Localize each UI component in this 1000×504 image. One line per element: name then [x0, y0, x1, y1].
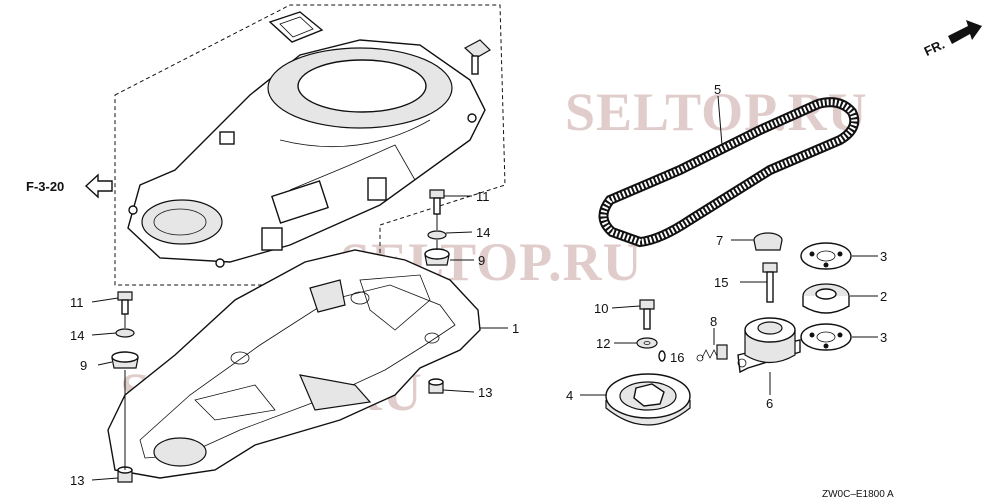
spring-pin-8[interactable]: [696, 344, 728, 362]
callout-16: 16: [670, 350, 684, 365]
footer-code: ZW0C–E1800 A: [822, 489, 894, 499]
cap-7[interactable]: [753, 232, 783, 251]
drive-pulley[interactable]: [605, 373, 691, 426]
cover-knob-bolt[interactable]: [463, 39, 491, 75]
callout-14-center: 14: [476, 225, 490, 240]
bolt-11-left[interactable]: [117, 291, 133, 315]
grommet-9-center[interactable]: [424, 248, 450, 266]
callout-4: 4: [566, 388, 573, 403]
callout-13-bottom: 13: [70, 473, 84, 488]
front-label: FR.: [922, 37, 947, 59]
callout-9-center: 9: [478, 253, 485, 268]
callout-14-left: 14: [70, 328, 84, 343]
callout-3-lower: 3: [880, 330, 887, 345]
callout-8: 8: [710, 314, 717, 329]
cover-seal[interactable]: [268, 11, 324, 43]
timing-belt-cover[interactable]: [127, 39, 486, 268]
watermark-top: SELTOP.RU: [565, 82, 868, 142]
cover-assembly-boundary: [114, 4, 506, 286]
hollow-arrow-left-icon: [84, 173, 113, 199]
leader-lines: [91, 95, 878, 481]
callout-9-left: 9: [80, 358, 87, 373]
bolt-10[interactable]: [639, 299, 655, 330]
o-ring-16[interactable]: [658, 350, 666, 362]
pulley-flange-lower[interactable]: [800, 323, 852, 351]
washer-14-center[interactable]: [427, 230, 447, 240]
belt-tensioner[interactable]: [737, 317, 801, 374]
pulley-flange-upper[interactable]: [800, 242, 852, 270]
reference-label: F-3-20: [26, 179, 64, 194]
callout-15: 15: [714, 275, 728, 290]
grommet-13-center[interactable]: [428, 378, 444, 394]
front-direction-indicator: FR.: [922, 20, 982, 59]
washer-12[interactable]: [636, 337, 658, 349]
callout-12: 12: [596, 336, 610, 351]
pulley-2[interactable]: [802, 283, 850, 314]
lower-belt-cover[interactable]: [107, 249, 481, 479]
callout-3-upper: 3: [880, 249, 887, 264]
grommet-9-left[interactable]: [111, 351, 139, 369]
callout-5: 5: [714, 82, 721, 97]
callout-6: 6: [766, 396, 773, 411]
reference-arrow[interactable]: F-3-20: [26, 173, 113, 199]
callout-2: 2: [880, 289, 887, 304]
callout-7: 7: [716, 233, 723, 248]
washer-14-left[interactable]: [115, 328, 135, 338]
front-arrow-icon: [948, 20, 982, 44]
callout-13-center: 13: [478, 385, 492, 400]
callout-1: 1: [512, 321, 519, 336]
callout-11-left: 11: [70, 295, 84, 310]
callout-11-center: 11: [476, 189, 490, 204]
bolt-15[interactable]: [762, 262, 778, 303]
bolt-11-center[interactable]: [429, 189, 445, 215]
callout-10: 10: [594, 301, 608, 316]
timing-belt[interactable]: [598, 97, 860, 248]
